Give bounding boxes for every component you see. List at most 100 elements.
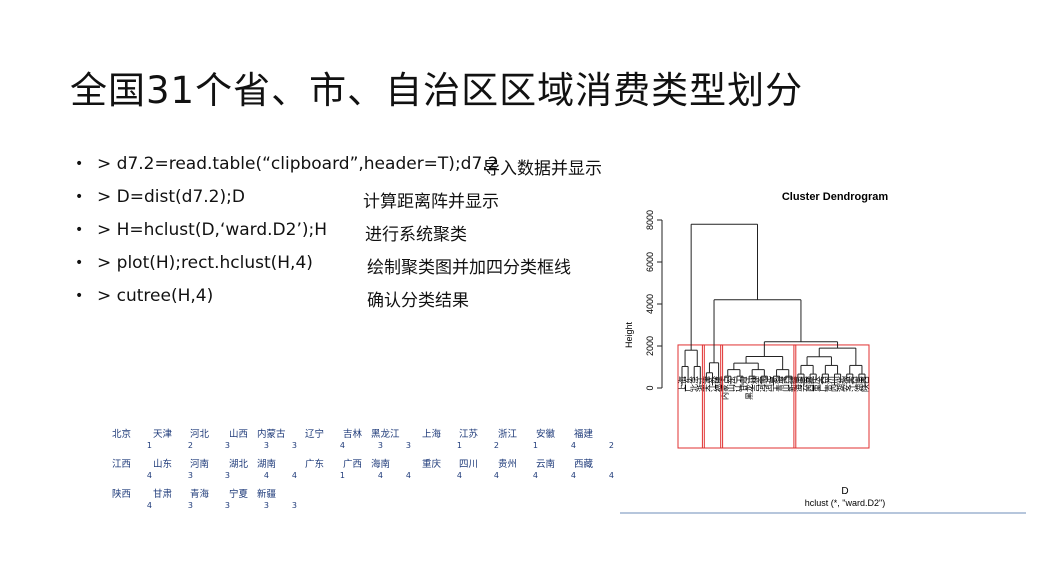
y-tick-label: 0: [645, 385, 655, 390]
bullet-dot: •: [75, 156, 84, 172]
cluster-id: 4: [405, 471, 411, 480]
y-tick-label: 2000: [645, 336, 655, 356]
command-code: > D=dist(d7.2);D: [97, 187, 245, 207]
region-name: 天津: [153, 429, 173, 440]
leaf-label: 广东: [683, 376, 693, 392]
cluster-id: 4: [532, 471, 538, 480]
leaf-label: 西藏: [805, 376, 815, 392]
command-code: > plot(H);rect.hclust(H,4): [97, 253, 313, 273]
cluster-id: 4: [377, 471, 383, 480]
leaf-label: 吉林: [750, 376, 760, 392]
cluster-id: 1: [146, 441, 152, 450]
slide-title: 全国31个省、市、自治区区域消费类型划分: [70, 69, 804, 112]
result-cell: 湖北 4: [229, 456, 273, 480]
leaf-label: 内蒙古: [720, 376, 730, 400]
result-cell: 广西 4: [343, 456, 387, 480]
y-tick-label: 8000: [645, 210, 655, 230]
dendrogram-svg: Cluster Dendrogram02000400060008000Heigh…: [624, 191, 888, 508]
command-description: 进行系统聚类: [365, 225, 467, 245]
region-name: 广西: [343, 459, 363, 470]
region-name: 甘肃: [153, 489, 173, 500]
region-name: 上海: [422, 429, 442, 440]
leaf-label: 山西: [781, 376, 791, 392]
cluster-id: 1: [339, 471, 345, 480]
command-description: 导入数据并显示: [483, 159, 602, 179]
region-name: 广东: [305, 459, 325, 470]
cluster-id: 3: [291, 501, 297, 510]
bullet-dot: •: [75, 288, 84, 304]
leaf-label: 湖南: [854, 376, 864, 392]
region-name: 新疆: [257, 489, 277, 500]
cluster-id: 1: [532, 441, 538, 450]
leaf-label: 湖北: [837, 376, 846, 392]
result-cell: 浙江 1: [498, 426, 542, 450]
leaf-label: 福建: [714, 376, 724, 392]
leaf-label: 安徽: [842, 376, 852, 392]
bullet-dot: •: [75, 255, 84, 271]
y-tick-label: 6000: [645, 252, 655, 272]
cluster-id: 3: [405, 441, 411, 450]
leaf-label: 贵州: [823, 376, 833, 392]
region-name: 西藏: [574, 459, 594, 470]
region-name: 山西: [229, 429, 249, 440]
region-name: 湖北: [229, 459, 249, 470]
cluster-rect: [720, 344, 797, 449]
leaf-label: 辽宁: [732, 376, 742, 392]
command-description: 确认分类结果: [367, 291, 469, 311]
cluster-rect: [701, 344, 724, 449]
region-name: 青海: [190, 489, 210, 500]
cluster-id: 4: [456, 471, 462, 480]
cluster-id: 2: [493, 441, 499, 450]
cluster-id: 4: [570, 441, 576, 450]
cluster-id: 4: [263, 471, 269, 480]
cluster-id: 3: [224, 441, 230, 450]
command-description: 绘制聚类图并加四分类框线: [367, 258, 571, 278]
cluster-id: 4: [339, 441, 345, 450]
cluster-id: 4: [146, 501, 152, 510]
leaf-label: 天津: [701, 376, 711, 392]
cluster-id: 3: [377, 441, 383, 450]
command-code: > d7.2=read.table(“clipboard”,header=T);…: [97, 154, 499, 174]
region-name: 云南: [536, 459, 556, 470]
command-code: > H=hclust(D,‘ward.D2’);H: [97, 220, 328, 240]
bullet-dot: •: [75, 222, 84, 238]
region-name: 河南: [190, 459, 210, 470]
region-name: 辽宁: [305, 429, 325, 440]
cluster-rect: [677, 344, 705, 449]
region-name: 浙江: [498, 429, 518, 440]
result-cell: 新疆 3: [257, 486, 301, 510]
region-name: 黑龙江: [371, 429, 400, 440]
region-name: 江西: [112, 459, 132, 470]
x-axis-label: D: [841, 486, 848, 497]
result-cell: 江苏 2: [459, 426, 503, 450]
cluster-rect: [793, 344, 870, 449]
cluster-id: 3: [291, 441, 297, 450]
result-cell: 贵州 4: [498, 456, 542, 480]
cluster-id: 4: [570, 471, 576, 480]
cluster-id: 2: [608, 441, 614, 450]
leaf-label: 重庆: [811, 376, 821, 392]
chart-subtitle: hclust (*, "ward.D2"): [805, 498, 885, 508]
region-name: 贵州: [498, 459, 518, 470]
region-name: 江苏: [459, 429, 479, 440]
region-name: 四川: [459, 459, 479, 470]
